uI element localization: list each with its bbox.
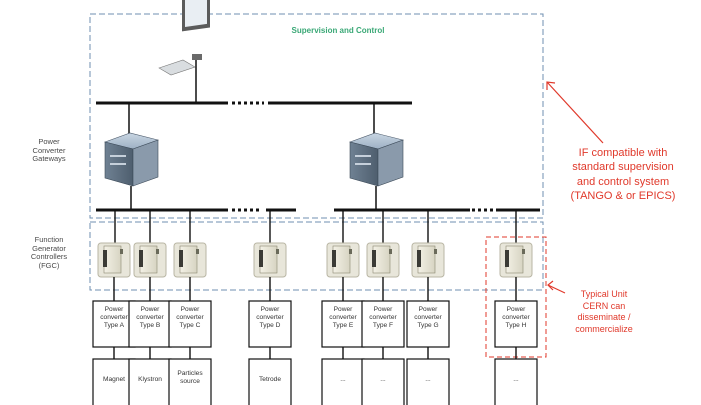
fgc-module-icon (253, 242, 287, 278)
gateways-label: Power Converter Gateways (32, 137, 66, 164)
fgc-drop-lines (114, 210, 517, 243)
typical-unit-note: Typical Unit CERN can disseminate / comm… (575, 289, 633, 335)
load-boxes (92, 358, 538, 405)
fgc-module-icon (173, 242, 207, 278)
supervision-box (89, 13, 544, 219)
converter-label: Power converter Type B (136, 306, 164, 329)
converter-label: Power converter Type D (256, 306, 284, 329)
annotation-arrow (546, 81, 604, 144)
load-label: ... (425, 376, 431, 383)
fgc-box (89, 221, 544, 291)
fgc-module-icon (97, 242, 131, 278)
load-label: Klystron (138, 376, 162, 383)
diagram-title: Supervision and Control (291, 26, 385, 35)
converter-label: Power converter Type E (329, 306, 357, 329)
load-label: ... (340, 376, 346, 383)
converter-label: Power converter Type C (176, 306, 204, 329)
gateway-server-icon (348, 132, 405, 187)
converter-label: Power converter Type F (369, 306, 397, 329)
fgc-module-icon (411, 242, 445, 278)
computer-icon (158, 0, 210, 103)
load-label: Magnet (103, 376, 125, 383)
load-links (113, 347, 517, 359)
converter-label: Power converter Type H (502, 306, 530, 329)
load-label: ... (380, 376, 386, 383)
fgc-modules (97, 242, 533, 278)
fgc-module-icon (366, 242, 400, 278)
converter-label: Power converter Type G (414, 306, 442, 329)
annotation-arrow (547, 280, 566, 294)
load-label: Tetrode (259, 376, 281, 383)
converter-label: Power converter Type A (100, 306, 128, 329)
fgc-module-icon (133, 242, 167, 278)
gateway-server-icon (103, 132, 160, 187)
fgc-label: Function Generator Controllers (FGC) (30, 235, 68, 270)
fgc-module-icon (499, 242, 533, 278)
converter-boxes (92, 300, 538, 348)
compatibility-note: IF compatible with standard supervision … (570, 147, 676, 202)
fgc-module-icon (326, 242, 360, 278)
load-label: Particles source (177, 370, 203, 385)
load-label: ... (513, 376, 519, 383)
converter-links (113, 277, 517, 301)
